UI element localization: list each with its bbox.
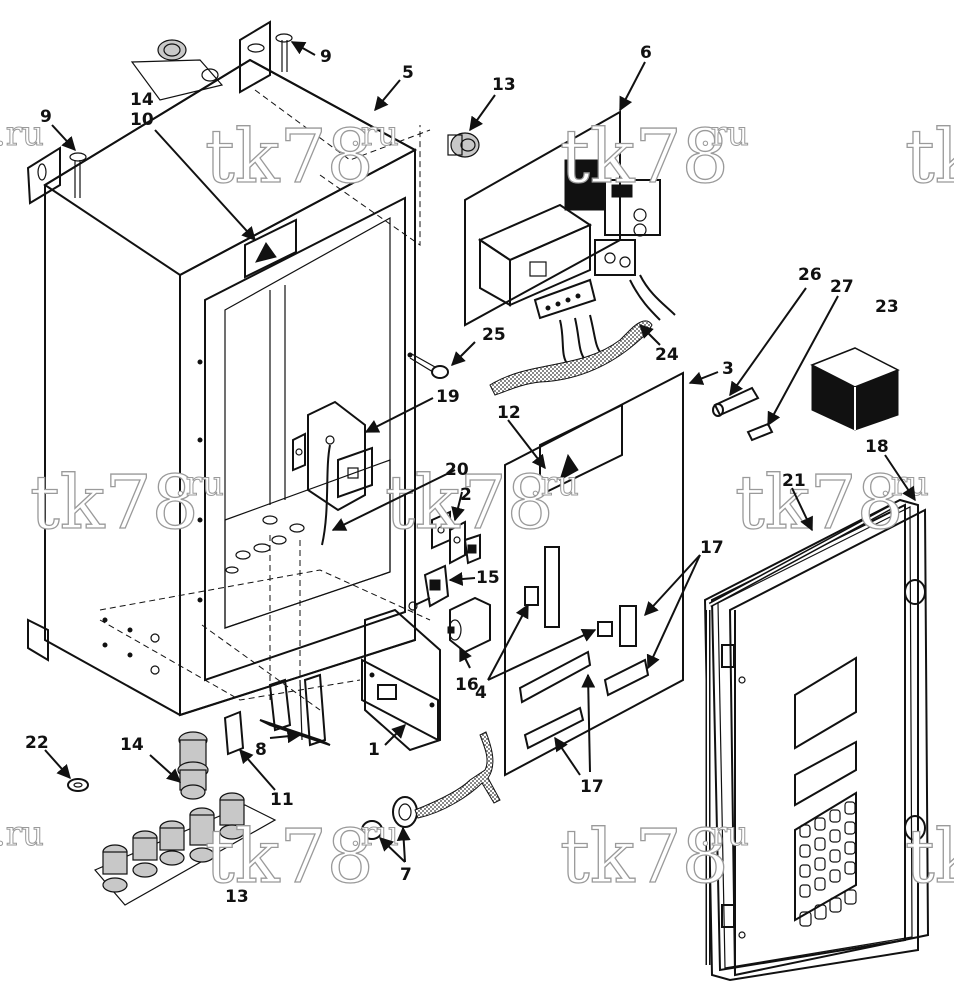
watermark-suffix: .ru	[700, 114, 749, 154]
connector-7	[361, 731, 501, 840]
callout-8: 8	[255, 740, 267, 760]
callout-2: 2	[460, 485, 472, 505]
callout-24: 24	[655, 345, 679, 365]
watermark-text: tk78	[385, 460, 554, 546]
callout-10: 10	[130, 110, 154, 130]
plate-11	[223, 710, 245, 756]
callout-3: 3	[722, 359, 734, 379]
callout-27: 27	[830, 277, 854, 297]
callout-21: 21	[782, 471, 806, 491]
gasket-21	[705, 502, 897, 965]
watermark-text: tk78	[905, 814, 954, 900]
pin-9-top	[275, 33, 293, 72]
callout-6: 6	[640, 43, 652, 63]
callout-17: 17	[580, 777, 604, 797]
pin-9-left	[69, 152, 87, 198]
washer-22	[67, 778, 89, 792]
callout-7: 7	[400, 865, 412, 885]
callout-15: 15	[476, 568, 500, 588]
relay-block-19	[292, 400, 373, 546]
watermark-text: tk78	[30, 460, 199, 546]
fuse-26	[712, 386, 760, 417]
callout-23: 23	[875, 297, 899, 317]
watermark-text: tk78	[205, 114, 374, 200]
watermark-text: tk78	[735, 460, 904, 546]
callout-18: 18	[865, 437, 889, 457]
watermark-text: tk78	[205, 814, 374, 900]
grommet-13-top	[447, 132, 480, 158]
watermark-suffix: .ru	[0, 114, 44, 154]
callout-14: 14	[120, 735, 144, 755]
watermarks: tk78 .ru tk78 .ru tk78 .ru tk78 .ru tk78…	[0, 113, 954, 900]
callout-17: 17	[700, 538, 724, 558]
callout-26: 26	[798, 265, 822, 285]
callout-1: 1	[368, 740, 380, 760]
watermark-suffix: .ru	[350, 814, 399, 854]
motor-16	[447, 596, 491, 654]
watermark-suffix: .ru	[0, 814, 44, 854]
callout-13: 13	[225, 887, 249, 907]
callout-12: 12	[497, 403, 521, 423]
watermark-suffix: .ru	[530, 464, 579, 504]
callout-labels: 9 9 10 14 5 13 6 24 25 3 26 27 23 19 12 …	[25, 43, 899, 907]
callout-25: 25	[482, 325, 506, 345]
watermark-suffix: .ru	[350, 114, 399, 154]
cable-gland-14-bottom	[177, 731, 209, 800]
cable-glands-13-bottom	[94, 792, 277, 906]
leader-arrows	[44, 41, 916, 863]
callout-5: 5	[402, 63, 414, 83]
callout-9: 9	[320, 47, 332, 67]
callout-14: 14	[130, 90, 154, 110]
plate-1	[361, 608, 441, 752]
callout-19: 19	[436, 387, 460, 407]
callout-13: 13	[492, 75, 516, 95]
keypad-block-23	[810, 347, 900, 431]
callout-16: 16	[455, 675, 479, 695]
keypad-buttons	[799, 801, 857, 927]
callout-22: 22	[25, 733, 49, 753]
callout-20: 20	[445, 460, 469, 480]
watermark-text: tk78	[905, 114, 954, 200]
watermark-text: tk78	[560, 114, 729, 200]
switch-15	[408, 564, 450, 611]
pin-25	[409, 352, 449, 379]
circuit-board-3	[504, 371, 684, 777]
watermark-suffix: .ru	[175, 464, 224, 504]
callout-11: 11	[270, 790, 294, 810]
watermark-text: tk78	[560, 814, 729, 900]
callout-4: 4	[475, 683, 487, 703]
callout-9: 9	[40, 107, 52, 127]
bracket-2	[431, 510, 481, 565]
cable-gland-14-top	[130, 39, 224, 101]
fuse-27	[746, 422, 774, 442]
control-plate-6	[464, 110, 676, 396]
watermark-suffix: .ru	[700, 814, 749, 854]
door-18	[703, 498, 930, 982]
